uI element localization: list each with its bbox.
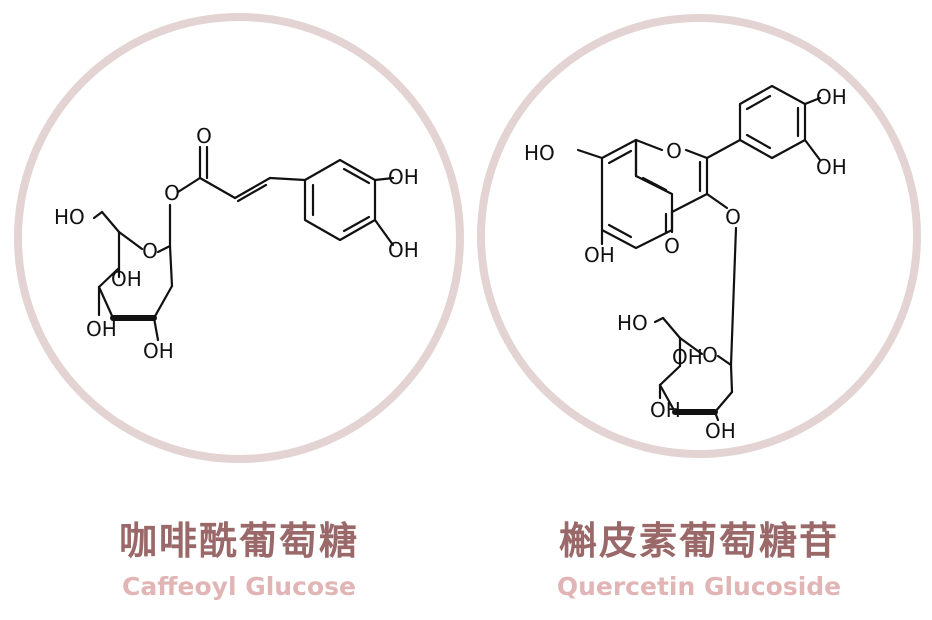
atom-ho-ch2-q: HO	[617, 311, 648, 335]
compound-name-cn-left: 咖啡酰葡萄糖	[118, 519, 359, 563]
quercetin-glucoside-structure: HO O OH OH OH O O HO O OH OH OH	[524, 84, 847, 443]
atom-oh-caffeoyl-bottom: OH	[388, 238, 419, 262]
atom-oh-caffeoyl-top: OH	[388, 165, 419, 189]
atom-o-ring-q: O	[702, 343, 718, 367]
atom-oh-c3-q: OH	[650, 398, 681, 422]
atom-o-ester: O	[164, 181, 180, 205]
atom-oh-c4-q: OH	[672, 345, 703, 369]
atom-o-ring-c: O	[666, 139, 682, 163]
atom-o-c4: O	[664, 234, 680, 258]
atom-o-glyco: O	[725, 205, 741, 229]
compound-name-cn-right: 槲皮素葡萄糖苷	[558, 519, 839, 563]
atom-o-carbonyl: O	[196, 124, 212, 148]
compound-name-en-left: Caffeoyl Glucose	[122, 572, 356, 601]
atom-oh-b-top: OH	[816, 85, 847, 109]
atom-oh-c4: OH	[111, 267, 142, 291]
atom-oh-a5: OH	[584, 243, 615, 267]
atom-oh-c2: OH	[143, 339, 174, 363]
compound-name-en-right: Quercetin Glucoside	[556, 572, 842, 601]
atom-oh-c3: OH	[86, 317, 117, 341]
frame-circle-right	[477, 14, 921, 458]
atom-oh-b-bottom: OH	[816, 155, 847, 179]
atom-o-ring: O	[142, 239, 158, 263]
frame-circle-left	[14, 13, 464, 463]
caffeoyl-glucose-structure: O O OH OH HO O OH OH OH	[54, 124, 419, 363]
atom-ho-a7: HO	[524, 141, 555, 165]
atom-oh-c2-q: OH	[705, 419, 736, 443]
atom-ho-ch2: HO	[54, 205, 85, 229]
